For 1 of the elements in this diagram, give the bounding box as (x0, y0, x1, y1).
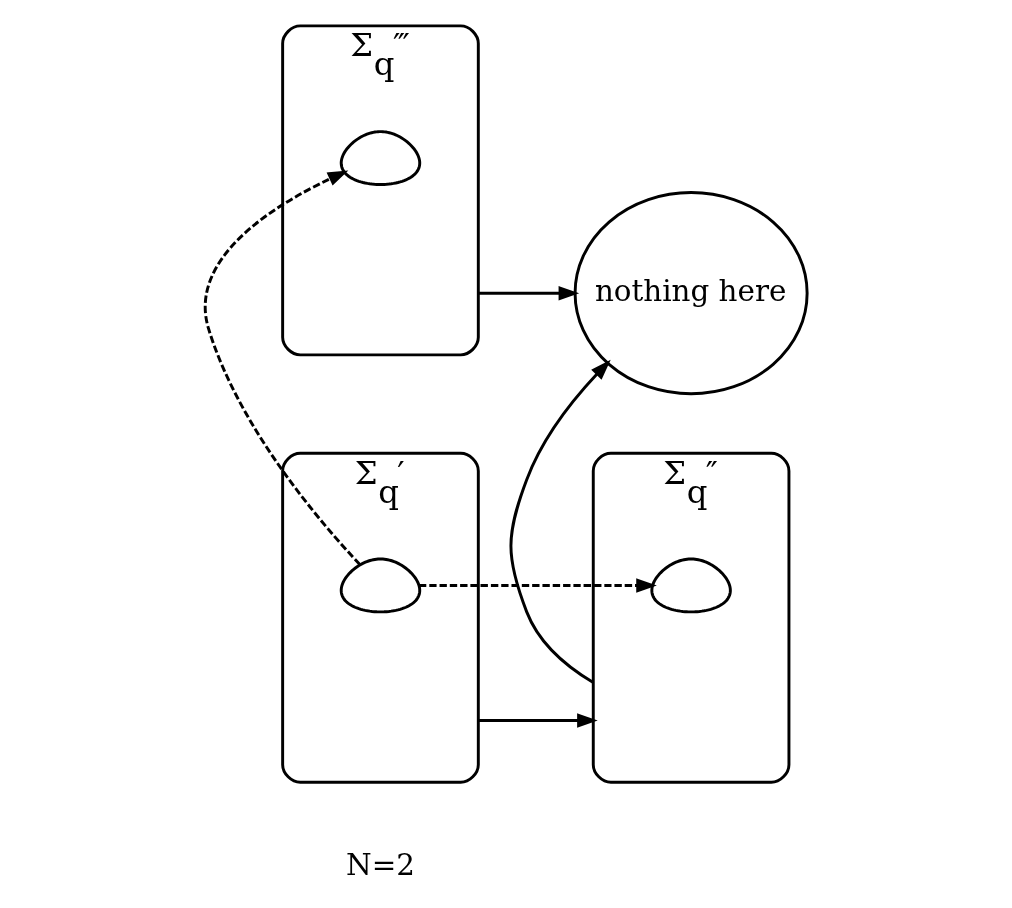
label: N=2 (345, 847, 415, 882)
